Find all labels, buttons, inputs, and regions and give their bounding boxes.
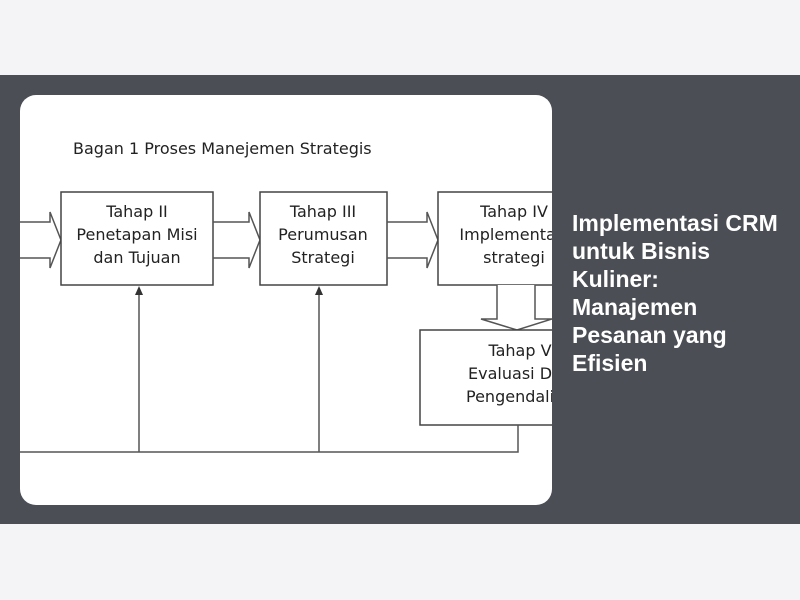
stage-4-line2: Implementasi xyxy=(459,225,552,244)
incoming-arrow xyxy=(20,211,62,269)
stage-2-box: Tahap II Penetapan Misi dan Tujuan xyxy=(60,191,214,286)
stage-5-line3: Pengendalian xyxy=(466,387,552,406)
stage-2-line3: dan Tujuan xyxy=(93,248,180,267)
stage-2-line2: Penetapan Misi xyxy=(76,225,197,244)
figure-card[interactable]: Bagan 1 Proses Manejemen Strategis Tahap… xyxy=(20,95,552,505)
stage-4-line3: strategi xyxy=(483,248,545,267)
stage-5-box: Tahap V Evaluasi Dan Pengendalian xyxy=(419,329,552,426)
stage-5-line2: Evaluasi Dan xyxy=(468,364,552,383)
stage-4-box: Tahap IV Implementasi strategi xyxy=(437,191,552,286)
hero-band: Bagan 1 Proses Manejemen Strategis Tahap… xyxy=(0,75,800,524)
feedback-loop xyxy=(20,293,519,453)
stage-3-line2: Perumusan xyxy=(278,225,368,244)
arrow-3-to-4 xyxy=(387,211,439,269)
arrow-2-to-3 xyxy=(213,211,261,269)
stage-3-title: Tahap III xyxy=(289,202,356,221)
stage-4-title: Tahap IV xyxy=(479,202,548,221)
stage-5-title: Tahap V xyxy=(487,341,551,360)
figure-caption: Bagan 1 Proses Manejemen Strategis xyxy=(73,139,372,158)
feedback-arrowheads xyxy=(135,286,323,295)
stage-3-box: Tahap III Perumusan Strategi xyxy=(259,191,388,286)
stage-3-line3: Strategi xyxy=(291,248,355,267)
stage-2-title: Tahap II xyxy=(105,202,168,221)
article-headline[interactable]: Implementasi CRM untuk Bisnis Kuliner: M… xyxy=(572,210,778,376)
arrow-4-to-5 xyxy=(480,285,552,331)
strategy-process-diagram: Bagan 1 Proses Manejemen Strategis Tahap… xyxy=(20,139,552,453)
